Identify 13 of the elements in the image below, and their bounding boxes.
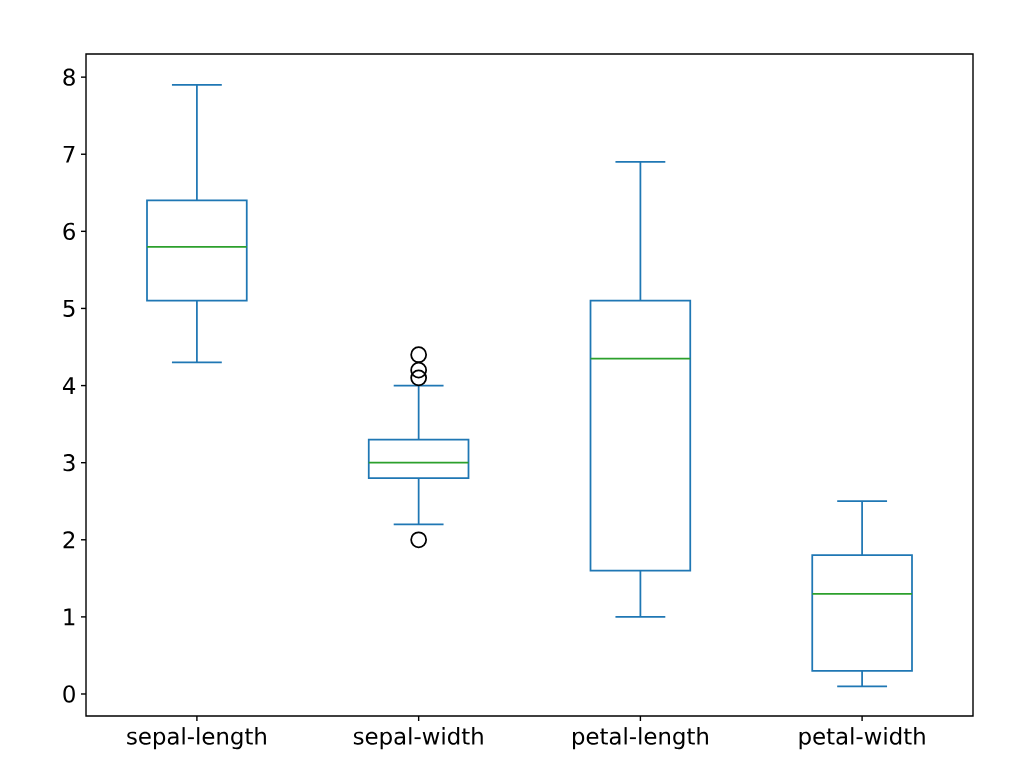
- tick-label: sepal-length: [127, 727, 266, 750]
- tick-label: 0: [63, 685, 75, 703]
- tick-label: 7: [63, 145, 75, 163]
- tick-label: 3: [63, 454, 75, 472]
- tick-label: 2: [63, 531, 75, 549]
- tick-label: 8: [63, 68, 75, 86]
- tick-label: 5: [63, 299, 75, 317]
- tick-label: 6: [63, 222, 75, 240]
- tick-label: petal-length: [573, 727, 708, 750]
- tick-label: 1: [64, 608, 75, 626]
- tick-label: sepal-width: [353, 727, 483, 750]
- tick-label: 4: [62, 377, 76, 394]
- tick-label: petal-width: [799, 727, 925, 750]
